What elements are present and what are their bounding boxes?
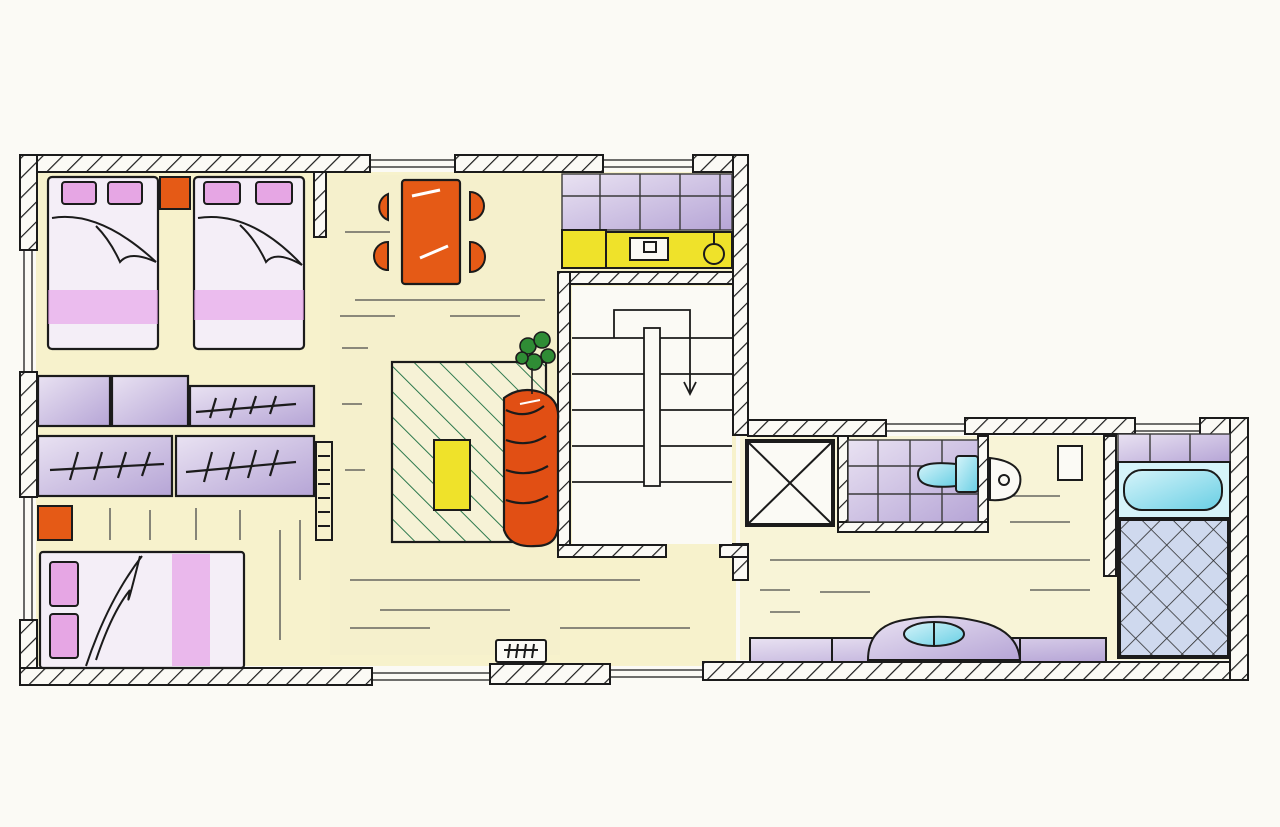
bathtub-icon (1117, 461, 1231, 659)
bed-right (192, 175, 306, 351)
nightstand-2 (37, 505, 73, 541)
handbasin-icon (989, 456, 1022, 502)
wardrobe-block (36, 374, 316, 498)
towel-dispenser (1057, 445, 1083, 481)
nightstand (159, 176, 191, 210)
toilet-icon (916, 455, 979, 493)
windows (23, 159, 1200, 681)
bed-single (38, 550, 246, 670)
bed-left (46, 175, 160, 351)
coffee-table (433, 439, 471, 511)
plant-icon (515, 331, 556, 394)
kitchen-tiles (561, 173, 733, 231)
radiator-icon (495, 639, 547, 663)
floor-sketch-lines (61, 231, 1090, 640)
bath-tiles (1117, 433, 1231, 463)
sink-icon (629, 237, 669, 261)
radiator-icon (315, 441, 333, 541)
stairs-icon (572, 286, 732, 544)
sink-icon (903, 621, 965, 647)
sofa-icon (502, 388, 560, 548)
shaft-icon (747, 441, 833, 525)
chair-icon (373, 190, 486, 274)
dining-table-icon (400, 178, 462, 286)
walls (19, 154, 1249, 686)
hob-icon (703, 232, 725, 265)
